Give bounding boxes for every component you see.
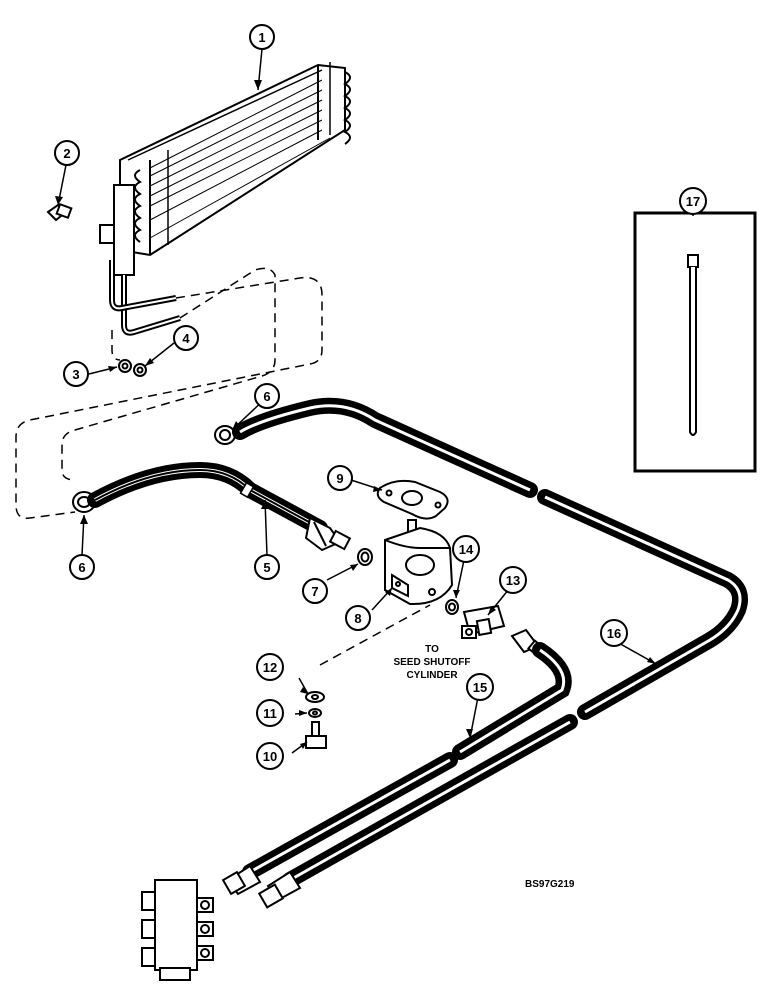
callout-2: 2 — [54, 140, 80, 166]
gasket-part-9 — [376, 479, 449, 520]
pump-part-8 — [384, 519, 454, 606]
nut-part-3 — [118, 359, 132, 373]
o-ring-part-7 — [357, 548, 373, 566]
seed-shutoff-note: TO SEED SHUTOFF CYLINDER — [393, 644, 470, 681]
washer-part-12 — [305, 691, 325, 703]
bolt-part-2 — [46, 202, 73, 222]
callout-7: 7 — [302, 578, 328, 604]
callout-3: 3 — [63, 361, 89, 387]
callout-1: 1 — [249, 24, 275, 50]
hose-part-5 — [87, 461, 352, 552]
callout-15-label: 15 — [473, 680, 487, 695]
callout-10-label: 10 — [263, 749, 277, 764]
control-valve-block — [141, 879, 214, 981]
callout-12-label: 12 — [263, 660, 277, 675]
callout-16-label: 16 — [607, 626, 621, 641]
callout-8-label: 8 — [354, 611, 361, 626]
callout-4-label: 4 — [182, 331, 190, 346]
o-ring-part-14 — [445, 599, 459, 615]
callout-17-label: 17 — [686, 194, 700, 209]
callout-11: 11 — [256, 699, 284, 727]
callout-3-label: 3 — [72, 367, 79, 382]
callout-6-upper: 6 — [254, 383, 280, 409]
bolt-part-10 — [305, 721, 327, 749]
reference-code: BS97G219 — [525, 879, 575, 890]
oil-cooler — [99, 62, 351, 336]
callout-5-label: 5 — [263, 560, 270, 575]
callout-5: 5 — [254, 554, 280, 580]
leader-arrowheads — [55, 80, 656, 749]
callout-11-label: 11 — [263, 706, 277, 721]
callout-2-label: 2 — [63, 146, 70, 161]
part-17-inset — [633, 211, 757, 473]
dashed-connection-lines — [15, 267, 431, 666]
callout-13-label: 13 — [506, 573, 520, 588]
callout-9-label: 9 — [336, 471, 343, 486]
callout-1-label: 1 — [258, 30, 265, 45]
tee-fitting-part-13 — [461, 604, 506, 639]
callout-12: 12 — [256, 653, 284, 681]
note-line-2: SEED SHUTOFF — [393, 657, 470, 668]
callout-16: 16 — [600, 619, 628, 647]
hose-clamp-6-upper — [214, 425, 236, 445]
callout-4: 4 — [173, 325, 199, 351]
callout-15: 15 — [466, 673, 494, 701]
callout-14-label: 14 — [459, 542, 474, 557]
hose-part-16 — [232, 397, 748, 909]
callout-10: 10 — [256, 742, 284, 770]
callout-6-lower-label: 6 — [78, 560, 85, 575]
hose-part-15 — [221, 628, 572, 896]
callout-6-upper-label: 6 — [263, 389, 270, 404]
lock-washer-part-11 — [308, 708, 322, 718]
callout-13: 13 — [499, 566, 527, 594]
callout-6-lower: 6 — [69, 554, 95, 580]
note-line-3: CYLINDER — [406, 670, 458, 681]
callout-9: 9 — [327, 465, 353, 491]
callout-8: 8 — [345, 605, 371, 631]
note-line-1: TO — [425, 644, 439, 655]
callout-17: 17 — [679, 187, 707, 215]
nut-part-4 — [133, 363, 147, 377]
callout-7-label: 7 — [311, 584, 318, 599]
callout-14: 14 — [452, 535, 480, 563]
